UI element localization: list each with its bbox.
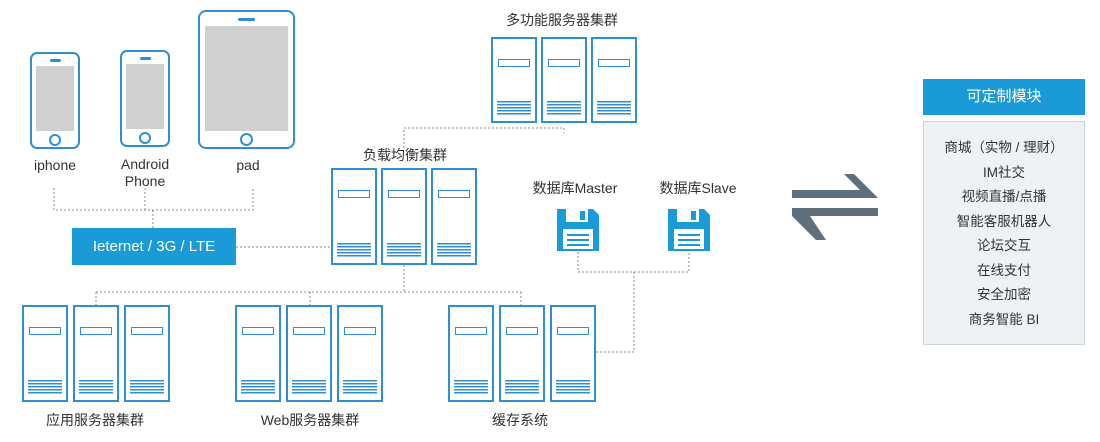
link-devices bbox=[53, 188, 254, 211]
list-item: 安全加密 bbox=[977, 287, 1031, 302]
tablet-device bbox=[198, 10, 295, 149]
server-icon bbox=[448, 305, 494, 402]
floppy-disk-icon bbox=[557, 209, 599, 251]
load-balance-label: 负载均衡集群 bbox=[363, 147, 447, 163]
android-device bbox=[120, 50, 170, 147]
server-icon bbox=[22, 305, 68, 402]
server-icon bbox=[337, 305, 383, 402]
server-icon bbox=[550, 305, 596, 402]
server-icon bbox=[431, 168, 477, 265]
multi-server-label: 多功能服务器集群 bbox=[506, 12, 618, 28]
list-item: 论坛交互 bbox=[977, 238, 1031, 253]
android-label: Android Phone bbox=[120, 156, 170, 189]
server-icon bbox=[491, 37, 537, 123]
exchange-arrows-icon bbox=[792, 174, 878, 240]
server-icon bbox=[331, 168, 377, 265]
network-bar: Ieternet / 3G / LTE bbox=[72, 228, 236, 265]
list-item: 视频直播/点播 bbox=[961, 189, 1047, 204]
list-item: 商务智能 BI bbox=[968, 311, 1040, 327]
module-list: 商城（实物 / 理财） IM社交 视频直播/点播 智能客服机器人 论坛交互 在线… bbox=[923, 121, 1085, 345]
link-db-cache bbox=[595, 272, 635, 353]
server-icon bbox=[73, 305, 119, 402]
server-icon bbox=[286, 305, 332, 402]
link-db-pair bbox=[577, 252, 690, 273]
server-icon bbox=[499, 305, 545, 402]
db-slave-label: 数据库Slave bbox=[659, 180, 737, 196]
pad-label: pad bbox=[236, 157, 260, 173]
floppy-disk-icon bbox=[668, 209, 710, 251]
list-item: 智能客服机器人 bbox=[956, 213, 1052, 229]
list-item: 在线支付 bbox=[977, 262, 1031, 278]
server-icon bbox=[541, 37, 587, 123]
server-icon bbox=[124, 305, 170, 402]
panel-title: 可定制模块 bbox=[923, 79, 1085, 115]
server-icon bbox=[381, 168, 427, 265]
link-cluster-drops bbox=[95, 292, 522, 305]
server-icon bbox=[591, 37, 637, 123]
server-icon bbox=[235, 305, 281, 402]
db-master-label: 数据库Master bbox=[532, 180, 618, 196]
iphone-device bbox=[30, 52, 80, 149]
list-item: IM社交 bbox=[983, 164, 1025, 180]
app-server-label: 应用服务器集群 bbox=[46, 412, 144, 428]
cache-label: 缓存系统 bbox=[492, 412, 548, 428]
link-lb-multi bbox=[403, 127, 565, 148]
iphone-label: iphone bbox=[33, 157, 77, 173]
web-server-label: Web服务器集群 bbox=[260, 412, 360, 428]
list-item: 商城（实物 / 理财） bbox=[944, 140, 1064, 155]
